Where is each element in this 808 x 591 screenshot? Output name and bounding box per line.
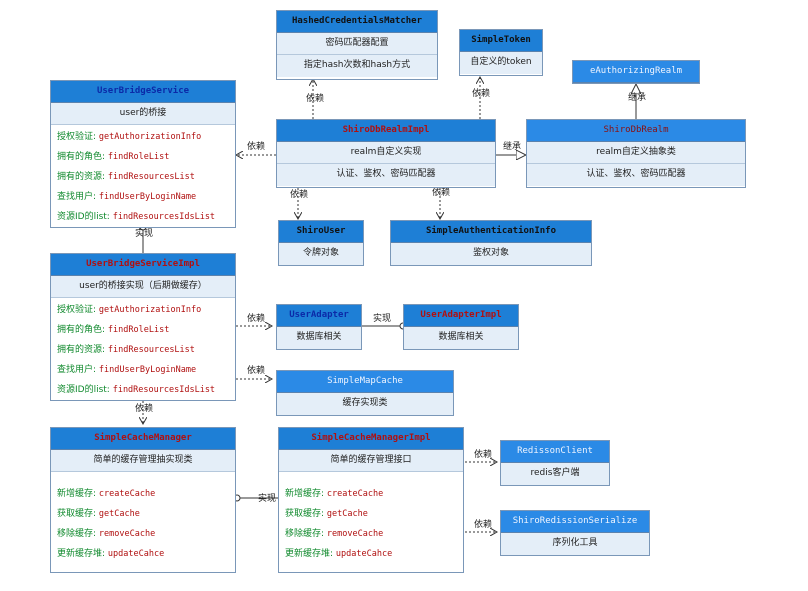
method-row: 获取缓存: getCache	[57, 509, 140, 519]
class-title: SimpleToken	[460, 30, 542, 52]
label-depend: 依赖	[247, 366, 266, 376]
label-depend: 依赖	[247, 314, 266, 324]
class-shiro-redission-serialize[interactable]: ShiroRedissionSerialize 序列化工具	[500, 510, 650, 556]
label-depend: 依赖	[474, 450, 493, 460]
class-description: 序列化工具	[501, 533, 649, 555]
class-simple-cache-manager[interactable]: SimpleCacheManager 简单的缓存管理抽实现类 新增缓存: cre…	[50, 427, 236, 573]
class-description: 认证、鉴权、密码匹配器	[277, 164, 495, 186]
label-depend: 依赖	[135, 404, 154, 414]
method-row: 资源ID的list: findResourcesIdsList	[57, 212, 216, 222]
class-title: HashedCredentialsMatcher	[277, 11, 437, 33]
method-row: 资源ID的list: findResourcesIdsList	[57, 385, 216, 395]
class-description: 认证、鉴权、密码匹配器	[527, 164, 745, 186]
class-user-bridge-service[interactable]: UserBridgeService user的桥接 授权验证: getAutho…	[50, 80, 236, 228]
label-inherit: 继承	[628, 93, 647, 103]
label-implement: 实现	[135, 229, 154, 239]
method-row: 移除缓存: removeCache	[57, 529, 156, 539]
class-shiro-user[interactable]: ShiroUser 令牌对象	[278, 220, 364, 266]
class-title: UserAdapterImpl	[404, 305, 518, 327]
method-row: 移除缓存: removeCache	[285, 529, 384, 539]
class-title: UserBridgeServiceImpl	[51, 254, 235, 276]
label-depend: 依赖	[306, 94, 325, 104]
label-depend: 依赖	[290, 190, 309, 200]
label-depend: 依赖	[432, 188, 451, 198]
class-description: realm自定义实现	[277, 142, 495, 164]
class-description: 鉴权对象	[391, 243, 591, 265]
method-row: 拥有的角色: findRoleList	[57, 152, 170, 162]
class-user-bridge-service-impl[interactable]: UserBridgeServiceImpl user的桥接实现（后期做缓存） 授…	[50, 253, 236, 401]
class-hashed-credentials-matcher[interactable]: HashedCredentialsMatcher 密码匹配器配置 指定hash次…	[276, 10, 438, 80]
class-description: 密码匹配器配置	[277, 33, 437, 55]
class-description: 令牌对象	[279, 243, 363, 265]
class-title: SimpleCacheManagerImpl	[279, 428, 463, 450]
class-simple-map-cache[interactable]: SimpleMapCache 缓存实现类	[276, 370, 454, 416]
class-description: user的桥接实现（后期做缓存）	[51, 276, 235, 298]
class-title: ShiroDbRealmImpl	[277, 120, 495, 142]
label-depend: 依赖	[247, 142, 266, 152]
class-description: 自定义的token	[460, 52, 542, 74]
class-shiro-db-realm-impl[interactable]: ShiroDbRealmImpl realm自定义实现 认证、鉴权、密码匹配器	[276, 119, 496, 188]
label-depend: 依赖	[472, 89, 491, 99]
class-user-adapter[interactable]: UserAdapter 数据库相关	[276, 304, 362, 350]
label-implement: 实现	[258, 494, 277, 504]
class-redisson-client[interactable]: RedissonClient redis客户端	[500, 440, 610, 486]
method-row: 授权验证: getAuthorizationInfo	[57, 305, 202, 315]
method-row: 拥有的角色: findRoleList	[57, 325, 170, 335]
method-row: 更新缓存堆: updateCahce	[285, 549, 393, 559]
class-description: realm自定义抽象类	[527, 142, 745, 164]
class-title: SimpleAuthenticationInfo	[391, 221, 591, 243]
class-description: 简单的缓存管理抽实现类	[51, 450, 235, 472]
class-description: 指定hash次数和hash方式	[277, 55, 437, 77]
method-list: 新增缓存: createCache 获取缓存: getCache 移除缓存: r…	[51, 472, 235, 564]
label-implement: 实现	[373, 314, 392, 324]
class-simple-token[interactable]: SimpleToken 自定义的token	[459, 29, 543, 76]
class-title: UserBridgeService	[51, 81, 235, 103]
spacer	[279, 474, 463, 484]
class-description: 简单的缓存管理接口	[279, 450, 463, 472]
method-row: 查找用户: findUserByLoginName	[57, 365, 197, 375]
class-simple-authentication-info[interactable]: SimpleAuthenticationInfo 鉴权对象	[390, 220, 592, 266]
method-row: 拥有的资源: findResourcesList	[57, 345, 195, 355]
class-description: user的桥接	[51, 103, 235, 125]
method-row: 获取缓存: getCache	[285, 509, 368, 519]
method-list: 新增缓存: createCache 获取缓存: getCache 移除缓存: r…	[279, 472, 463, 564]
class-description: 数据库相关	[277, 327, 361, 349]
class-shiro-db-realm[interactable]: ShiroDbRealm realm自定义抽象类 认证、鉴权、密码匹配器	[526, 119, 746, 188]
method-row: 拥有的资源: findResourcesList	[57, 172, 195, 182]
method-row: 新增缓存: createCache	[285, 489, 384, 499]
class-title: ShiroUser	[279, 221, 363, 243]
class-title: SimpleCacheManager	[51, 428, 235, 450]
class-title: ShiroDbRealm	[527, 120, 745, 142]
method-row: 更新缓存堆: updateCahce	[57, 549, 165, 559]
label-depend: 依赖	[474, 520, 493, 530]
method-list: 授权验证: getAuthorizationInfo 拥有的角色: findRo…	[51, 125, 235, 227]
class-description: redis客户端	[501, 463, 609, 485]
class-title: eAuthorizingRealm	[573, 61, 699, 83]
class-title: SimpleMapCache	[277, 371, 453, 393]
class-title: UserAdapter	[277, 305, 361, 327]
class-title: RedissonClient	[501, 441, 609, 463]
method-row: 授权验证: getAuthorizationInfo	[57, 132, 202, 142]
class-description: 数据库相关	[404, 327, 518, 349]
class-title: ShiroRedissionSerialize	[501, 511, 649, 533]
spacer	[51, 474, 235, 484]
class-simple-cache-manager-impl[interactable]: SimpleCacheManagerImpl 简单的缓存管理接口 新增缓存: c…	[278, 427, 464, 573]
class-description: 缓存实现类	[277, 393, 453, 415]
method-row: 查找用户: findUserByLoginName	[57, 192, 197, 202]
method-list: 授权验证: getAuthorizationInfo 拥有的角色: findRo…	[51, 298, 235, 400]
class-user-adapter-impl[interactable]: UserAdapterImpl 数据库相关	[403, 304, 519, 350]
method-row: 新增缓存: createCache	[57, 489, 156, 499]
class-eauthorizing-realm[interactable]: eAuthorizingRealm	[572, 60, 700, 84]
label-inherit: 继承	[503, 142, 522, 152]
